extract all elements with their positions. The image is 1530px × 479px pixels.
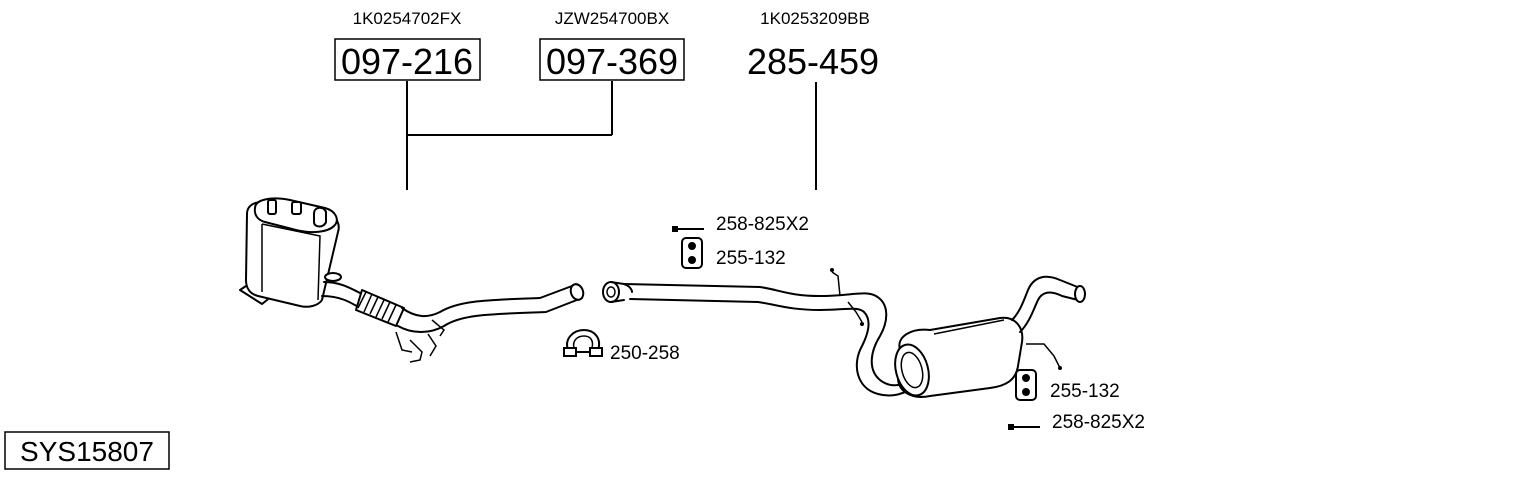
system-code: SYS15807 xyxy=(4,431,170,470)
leader-lines xyxy=(406,81,817,190)
oem-number: JZW254700BX xyxy=(555,9,669,28)
main-part-3[interactable]: 1K0253209BB 285-459 xyxy=(747,9,879,82)
accessory-bolt-top[interactable]: 258-825X2 xyxy=(672,214,809,235)
system-code-box xyxy=(4,431,170,470)
system-code-label: SYS15807 xyxy=(20,436,154,467)
silencer-drawing[interactable] xyxy=(602,268,1086,399)
main-part-1[interactable]: 1K0254702FX 097-216 xyxy=(334,9,481,82)
accessory-hanger-bottom[interactable]: 255-132 xyxy=(1015,369,1120,402)
part-number-box xyxy=(539,38,685,81)
accessory-part-number: 258-825X2 xyxy=(716,214,809,235)
oem-number: 1K0254702FX xyxy=(353,9,462,28)
part-number: 285-459 xyxy=(747,41,879,82)
accessory-clamp[interactable]: 250-258 xyxy=(563,328,680,364)
part-number: 097-216 xyxy=(341,41,473,82)
oem-number: 1K0253209BB xyxy=(760,9,870,28)
bolt-icon xyxy=(672,226,704,232)
clamp-icon xyxy=(563,328,603,357)
accessory-part-number: 255-132 xyxy=(1050,381,1120,402)
part-number: 097-369 xyxy=(546,41,678,82)
accessory-part-number: 250-258 xyxy=(610,343,680,364)
accessory-bolt-bottom[interactable]: 258-825X2 xyxy=(1008,412,1145,433)
catalytic-converter-drawing[interactable] xyxy=(239,197,585,363)
rubber-hanger-icon xyxy=(1015,369,1037,401)
main-part-2[interactable]: JZW254700BX 097-369 xyxy=(539,9,685,82)
accessory-part-number: 255-132 xyxy=(716,248,786,269)
bolt-icon xyxy=(1008,424,1040,430)
part-number-box xyxy=(334,38,481,81)
accessory-part-number: 258-825X2 xyxy=(1052,412,1145,433)
accessory-hanger-top[interactable]: 255-132 xyxy=(681,237,786,269)
rubber-hanger-icon xyxy=(681,237,703,269)
